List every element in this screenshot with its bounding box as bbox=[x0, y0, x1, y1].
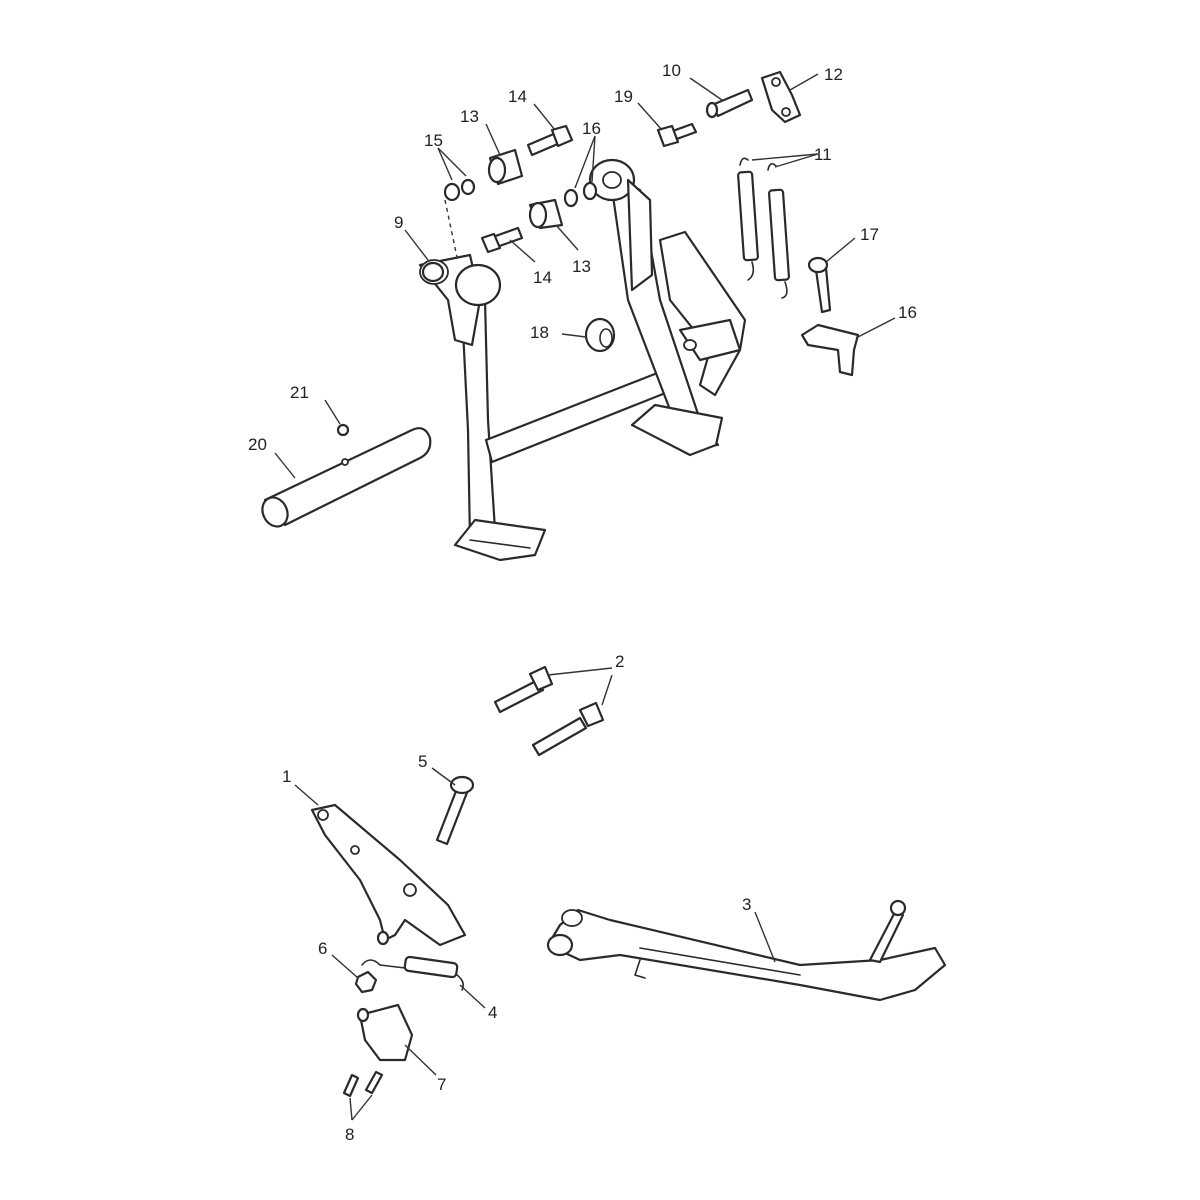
part-12-plate bbox=[760, 70, 802, 124]
part-9-pivot bbox=[421, 261, 445, 283]
callout-3: 3 bbox=[742, 895, 751, 914]
callout-6: 6 bbox=[318, 939, 327, 958]
part-18-bumper bbox=[584, 317, 616, 353]
part-21-nipple bbox=[336, 423, 350, 437]
leader-lines bbox=[274, 73, 896, 1121]
part-19-bolt bbox=[656, 122, 698, 148]
callout-20: 20 bbox=[248, 435, 267, 454]
callout-1: 1 bbox=[282, 767, 291, 786]
callout-16-right: 16 bbox=[898, 303, 917, 322]
callout-10: 10 bbox=[662, 61, 681, 80]
callout-18: 18 bbox=[530, 323, 549, 342]
callout-7: 7 bbox=[437, 1075, 446, 1094]
part-13-bushing-upper bbox=[487, 148, 524, 186]
callout-14-lower: 14 bbox=[533, 268, 552, 287]
part-7-switch bbox=[356, 1003, 414, 1062]
callout-19: 19 bbox=[614, 87, 633, 106]
callout-15: 15 bbox=[424, 131, 443, 150]
part-5-bolt bbox=[435, 775, 475, 846]
callout-8: 8 bbox=[345, 1125, 354, 1144]
part-20-tube bbox=[261, 427, 432, 528]
part-1-bracket bbox=[310, 803, 467, 947]
callout-2: 2 bbox=[615, 652, 624, 671]
part-13-bushing-lower bbox=[528, 198, 564, 230]
part-10-pin bbox=[705, 88, 754, 119]
callout-13-upper: 13 bbox=[460, 107, 479, 126]
callout-21: 21 bbox=[290, 383, 309, 402]
callout-16-upper: 16 bbox=[582, 119, 601, 138]
callout-17: 17 bbox=[860, 225, 879, 244]
callout-9: 9 bbox=[394, 213, 403, 232]
part-3-side-stand bbox=[546, 899, 947, 1002]
part-6-nut bbox=[354, 970, 378, 994]
callout-11: 11 bbox=[814, 145, 832, 164]
part-16-washers bbox=[563, 181, 598, 208]
callout-4: 4 bbox=[488, 1003, 497, 1022]
part-15-orings bbox=[443, 178, 476, 263]
part-14-bolt-lower bbox=[480, 226, 524, 254]
callout-14-upper: 14 bbox=[508, 87, 527, 106]
part-4-spring bbox=[361, 955, 464, 991]
part-14-bolt-upper bbox=[526, 124, 574, 157]
callout-5: 5 bbox=[418, 752, 427, 771]
callout-13-lower: 13 bbox=[572, 257, 591, 276]
part-17-bolt bbox=[807, 256, 832, 314]
callout-labels: 1 2 3 4 5 6 7 8 9 10 11 12 13 13 14 14 1… bbox=[248, 61, 917, 1144]
part-8-screws bbox=[342, 1070, 384, 1098]
part-11-springs bbox=[737, 157, 791, 299]
callout-12: 12 bbox=[824, 65, 843, 84]
part-16-bracket bbox=[800, 323, 860, 377]
part-2-bolts bbox=[493, 665, 605, 757]
center-stand-frame bbox=[418, 158, 747, 562]
